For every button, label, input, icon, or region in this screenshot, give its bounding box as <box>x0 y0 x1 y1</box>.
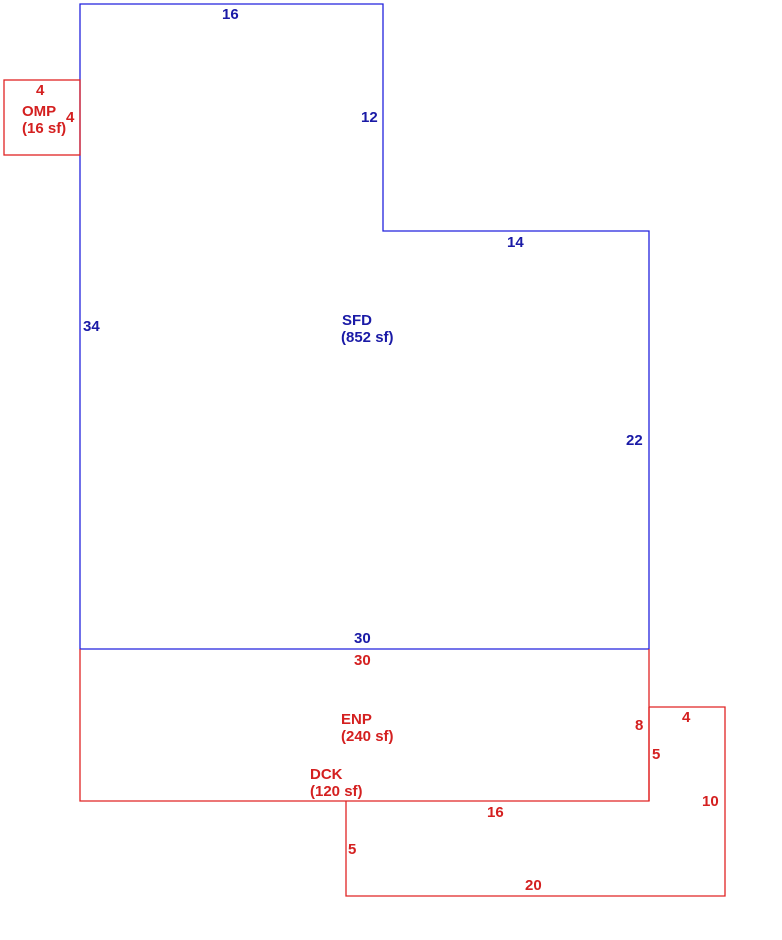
dck-dim-right: 10 <box>702 793 719 810</box>
sfd-dim-inner-vertical: 12 <box>361 109 378 126</box>
sfd-dim-bottom: 30 <box>354 630 371 647</box>
sfd-dim-right: 22 <box>626 432 643 449</box>
sfd-dim-left: 34 <box>83 318 100 335</box>
sfd-area: (852 sf) <box>341 329 394 346</box>
dck-dim-left: 5 <box>348 841 356 858</box>
dck-dim-bottom: 20 <box>525 877 542 894</box>
enp-dim-top: 30 <box>354 652 371 669</box>
omp-dim-top: 4 <box>36 82 45 99</box>
dck-dim-inner-vertical: 5 <box>652 746 660 763</box>
enp-area: (240 sf) <box>341 728 394 745</box>
sfd-dim-inner-horizontal: 14 <box>507 234 524 251</box>
dck-dim-inner-horizontal: 16 <box>487 804 504 821</box>
enp-name: ENP <box>341 711 372 728</box>
dck-dim-top: 4 <box>682 709 691 726</box>
omp-outline <box>3 79 81 156</box>
dck-outline <box>345 706 726 897</box>
omp-name: OMP <box>22 103 56 120</box>
omp-dim-right: 4 <box>66 109 75 126</box>
dck-name: DCK <box>310 766 343 783</box>
sfd-name: SFD <box>342 312 372 329</box>
omp-area: (16 sf) <box>22 120 66 137</box>
sfd-dim-top: 16 <box>222 6 239 23</box>
enp-dim-right: 8 <box>635 717 643 734</box>
dck-area: (120 sf) <box>310 783 363 800</box>
